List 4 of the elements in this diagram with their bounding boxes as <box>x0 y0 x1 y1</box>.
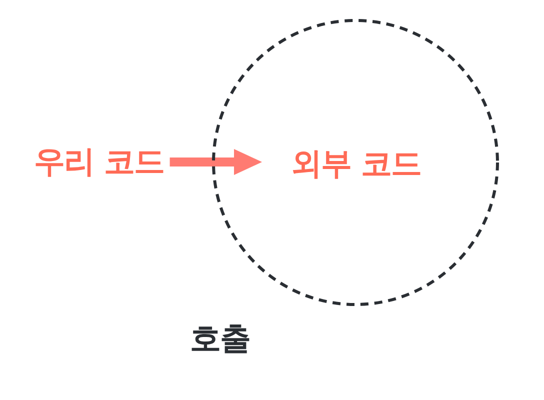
arrow <box>170 149 262 175</box>
node-label: 외부 코드 <box>291 146 421 182</box>
diagram-label: 호출 <box>190 321 250 357</box>
node-label: 우리 코드 <box>34 144 164 180</box>
